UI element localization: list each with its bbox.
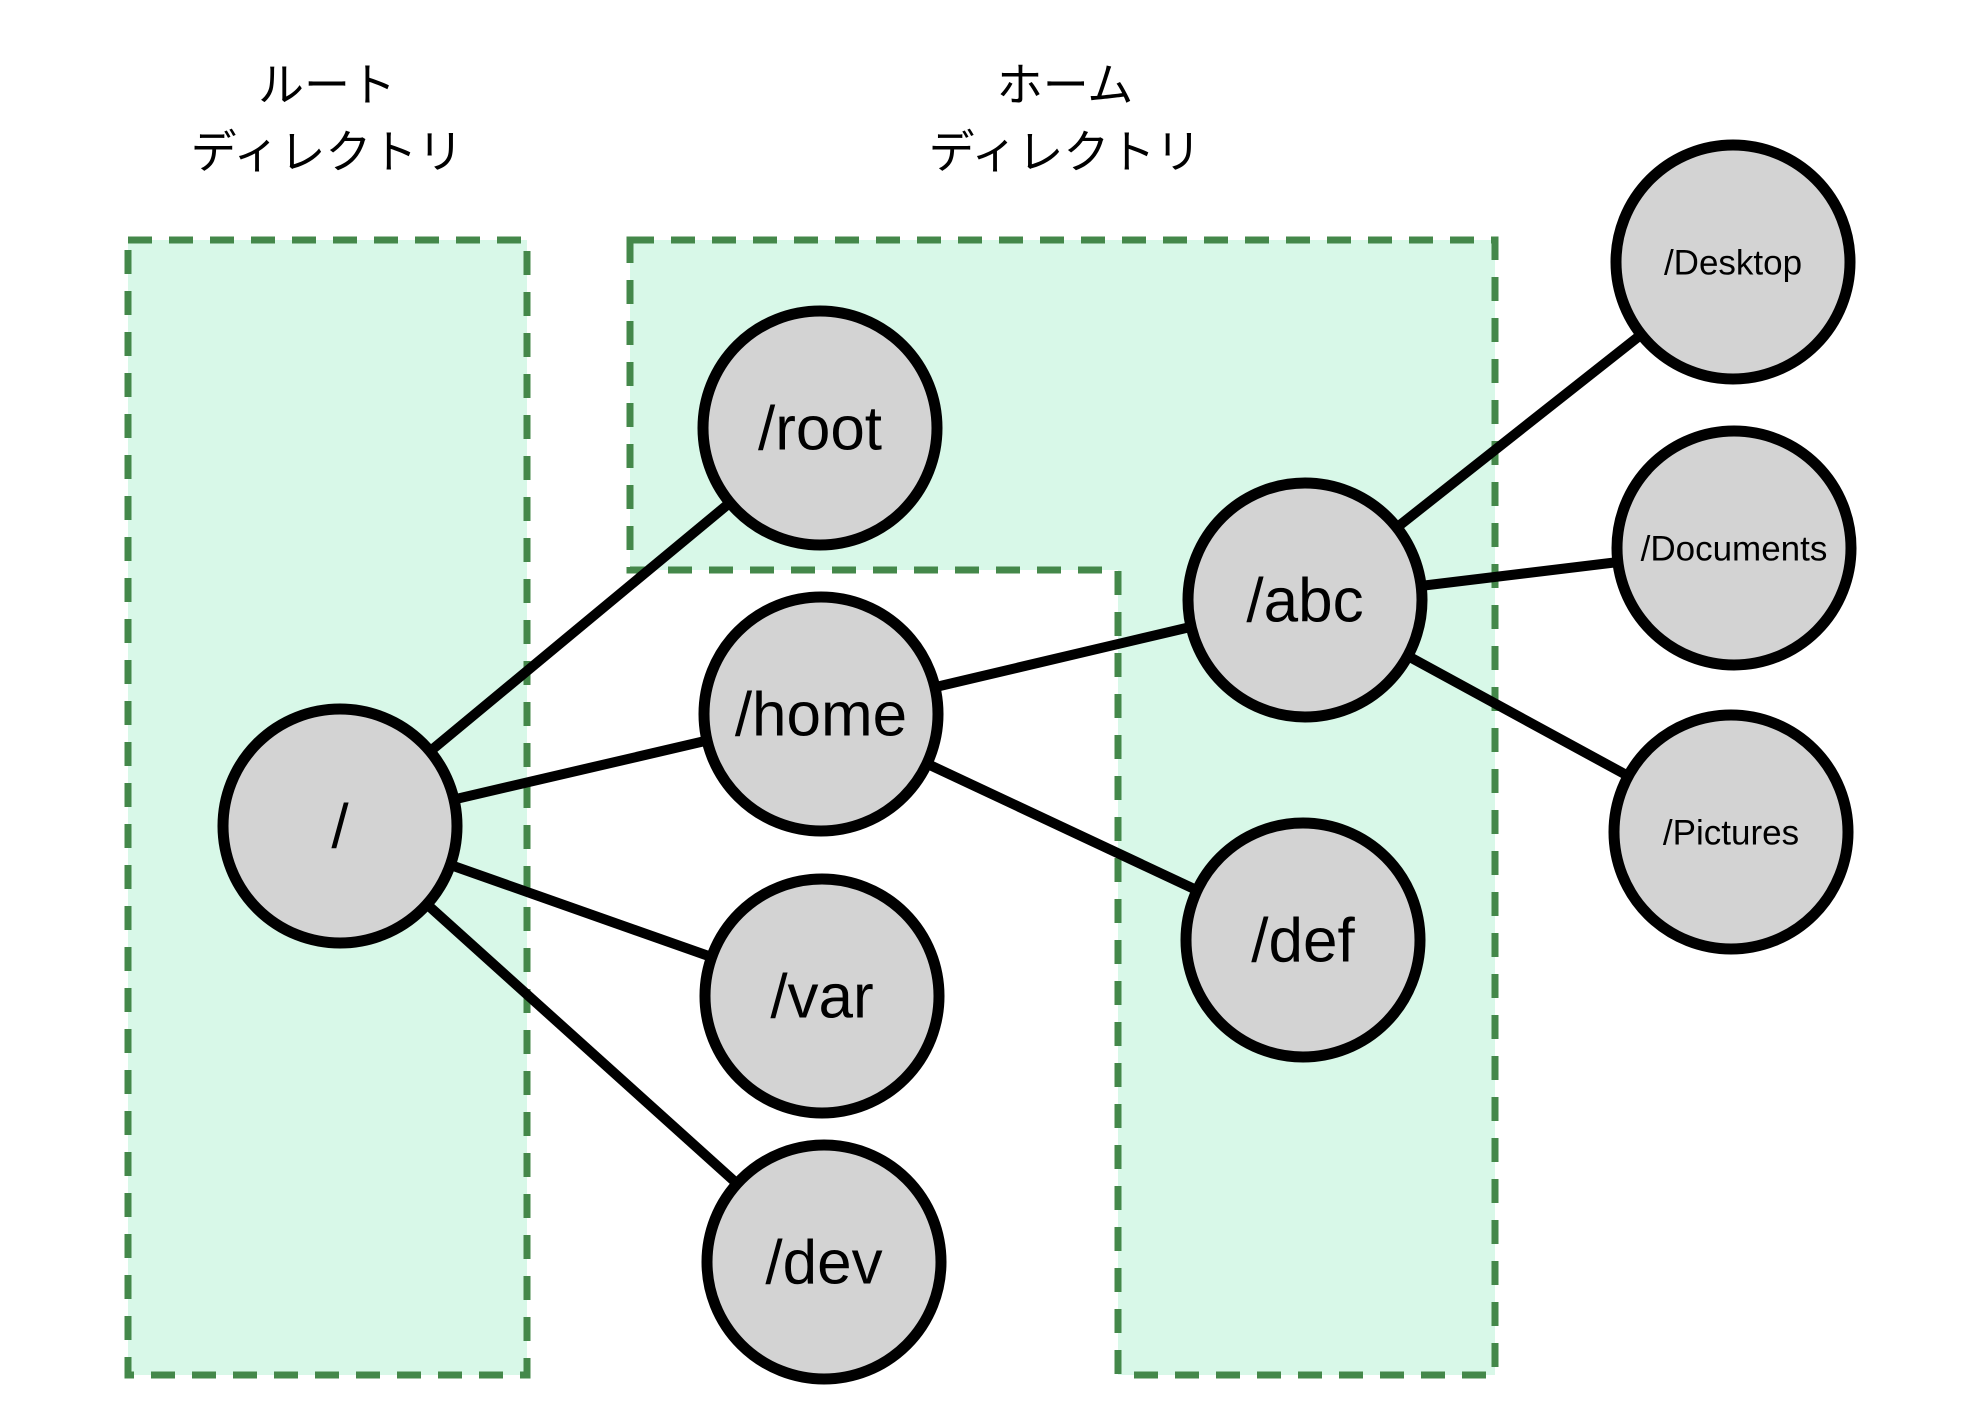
node-documents-circle: [1611, 425, 1857, 671]
node-desktop: /Desktop: [1610, 139, 1856, 385]
home-region-title-line2: ディレクトリ: [929, 126, 1202, 178]
node-def: /def: [1180, 817, 1426, 1063]
node-abc: /abc: [1182, 477, 1428, 723]
node-dev: /dev: [701, 1139, 947, 1385]
node-pictures-label: /Pictures: [1663, 813, 1799, 852]
node-root-label: /root: [758, 395, 882, 464]
node-documents-label: /Documents: [1641, 529, 1828, 568]
node-def-circle: [1180, 817, 1426, 1063]
node-home-circle: [698, 591, 944, 837]
node-def-label: /def: [1251, 907, 1355, 976]
node-var-label: /var: [770, 963, 873, 1032]
home-region-title-line1: ホーム: [997, 59, 1134, 111]
node-root-circle: [697, 305, 943, 551]
node-slash-circle: [217, 703, 463, 949]
node-var: /var: [699, 873, 945, 1119]
root-region-title-line1: ルート: [258, 59, 396, 111]
node-documents: /Documents: [1611, 425, 1857, 671]
tree-nodes: / /root /home /var /dev /abc /def: [217, 139, 1857, 1385]
node-dev-label: /dev: [765, 1229, 882, 1298]
node-pictures: /Pictures: [1608, 709, 1854, 955]
node-slash: /: [217, 703, 463, 949]
root-region-title-line2: ディレクトリ: [191, 126, 464, 178]
node-desktop-circle: [1610, 139, 1856, 385]
node-var-circle: [699, 873, 945, 1119]
node-slash-label: /: [331, 793, 349, 862]
node-desktop-label: /Desktop: [1664, 243, 1802, 282]
node-dev-circle: [701, 1139, 947, 1385]
node-pictures-circle: [1608, 709, 1854, 955]
region-titles: ルート ディレクトリ ホーム ディレクトリ: [191, 59, 1202, 178]
node-root: /root: [697, 305, 943, 551]
node-abc-label: /abc: [1246, 567, 1363, 636]
node-home: /home: [698, 591, 944, 837]
node-abc-circle: [1182, 477, 1428, 723]
node-home-label: /home: [735, 681, 907, 750]
